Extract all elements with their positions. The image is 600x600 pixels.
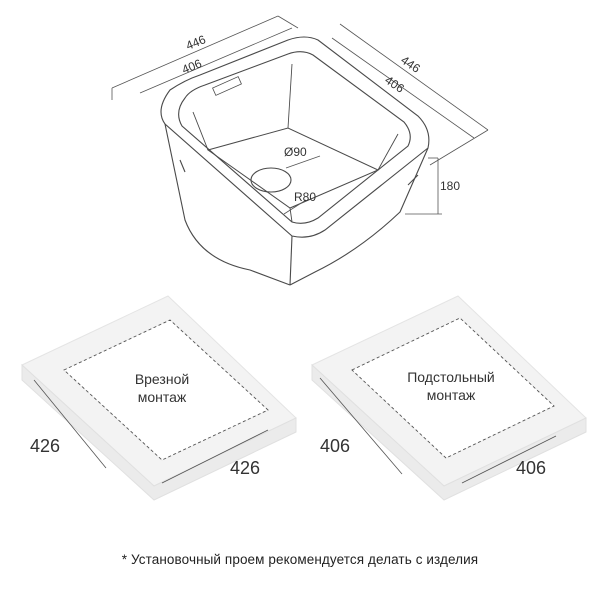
- installation-footnote: * Установочный проем рекомендуется делат…: [121, 552, 479, 567]
- under-cutout-dashed: [351, 317, 555, 459]
- dim-depth-outer: 446: [398, 53, 423, 76]
- inset-cutout-dashed: [63, 319, 269, 461]
- dim-drain: Ø90: [284, 145, 307, 159]
- sink-rim-inner: [178, 51, 411, 224]
- under-label-line1: Подстольный: [407, 369, 495, 385]
- inset-dim-right: 426: [230, 458, 260, 478]
- under-label-line2: монтаж: [427, 387, 476, 403]
- inset-label-line1: Врезной: [135, 371, 189, 387]
- logo-plate: [212, 76, 242, 96]
- sink-floor: [206, 127, 380, 209]
- sink-body-right: [289, 147, 429, 286]
- dim-radius: R80: [294, 190, 316, 204]
- inset-mount-panel: Врезной монтаж 426 426: [21, 295, 297, 501]
- sink-body-edge: [289, 235, 293, 286]
- sink-rim-outer: [160, 36, 430, 238]
- dim-height: 180: [440, 179, 460, 193]
- sink-dimensions: [111, 15, 489, 215]
- inset-label-line2: монтаж: [138, 389, 187, 405]
- dim-width-outer: 446: [184, 32, 208, 53]
- inset-dim-left: 426: [30, 436, 60, 456]
- under-dim-left: 406: [320, 436, 350, 456]
- under-dim-right: 406: [516, 458, 546, 478]
- sink-body-left: [164, 123, 291, 286]
- dim-width-inner: 406: [180, 56, 204, 77]
- undermount-panel: Подстольный монтаж 406 406: [311, 295, 587, 501]
- drain-hole: [250, 167, 292, 193]
